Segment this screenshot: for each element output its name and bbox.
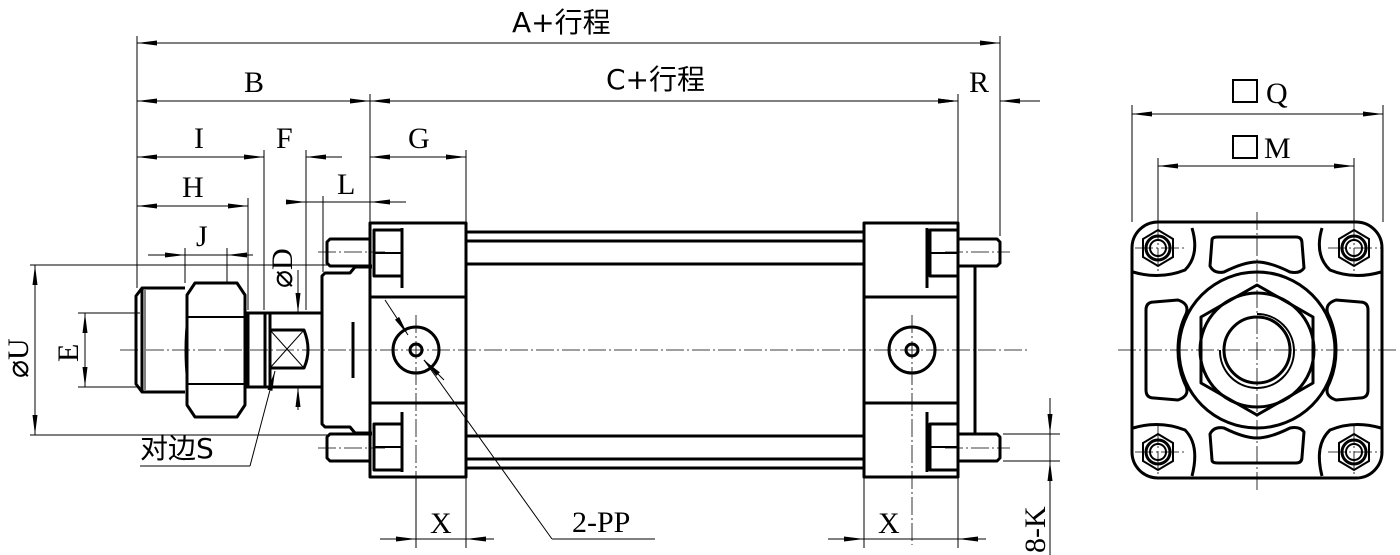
square-symbol-m xyxy=(1232,135,1258,159)
rear-end-cap xyxy=(862,221,977,545)
label-l: L xyxy=(337,168,355,201)
bolt-bottom-left xyxy=(1132,423,1197,478)
label-a-stroke: A+行程 xyxy=(512,6,611,39)
label-g: G xyxy=(408,122,430,155)
front-end-cap xyxy=(368,221,468,545)
square-symbol-q xyxy=(1232,79,1258,103)
dimension-labels: A+行程 B C+行程 R I F G H L J ⌀D ⌀U E 对边S 2-… xyxy=(2,6,1052,553)
label-e: E xyxy=(52,344,85,362)
label-b: B xyxy=(244,66,264,99)
label-pp: 2-PP xyxy=(572,506,630,539)
end-view: Q M xyxy=(1118,77,1398,490)
label-x-right: X xyxy=(878,507,900,540)
corner-bolts xyxy=(1132,222,1382,478)
bolt-bottom-right xyxy=(1317,423,1382,478)
label-u: ⌀U xyxy=(2,338,35,378)
side-view: A+行程 B C+行程 R I F G H L J ⌀D ⌀U E 对边S 2-… xyxy=(2,6,1060,555)
front-flange xyxy=(320,265,372,435)
rod-hex-nut xyxy=(1177,270,1337,430)
label-q: Q xyxy=(1266,77,1288,110)
cylinder-barrel xyxy=(466,230,864,470)
extension-lines xyxy=(30,36,1060,548)
label-j: J xyxy=(196,220,208,253)
rear-tie-rod-studs xyxy=(945,237,1010,463)
label-c-stroke: C+行程 xyxy=(606,63,705,96)
label-i: I xyxy=(194,122,204,155)
lock-nut xyxy=(185,281,247,419)
label-x-left: X xyxy=(430,507,452,540)
label-h: H xyxy=(182,171,204,204)
label-f: F xyxy=(276,122,293,155)
label-k: 8-K xyxy=(1019,506,1052,553)
end-view-dimensions: Q M xyxy=(1131,77,1384,222)
front-tie-rod-studs xyxy=(318,237,385,463)
label-m: M xyxy=(1264,132,1291,165)
label-r: R xyxy=(969,66,989,99)
dimension-lines xyxy=(32,40,1053,555)
end-plate xyxy=(1130,220,1384,480)
rod-bore xyxy=(1222,315,1292,385)
bolt-top-right xyxy=(1317,222,1382,277)
label-d: ⌀D xyxy=(266,248,299,288)
label-s: 对边S xyxy=(140,432,214,465)
bolt-top-left xyxy=(1132,222,1197,277)
